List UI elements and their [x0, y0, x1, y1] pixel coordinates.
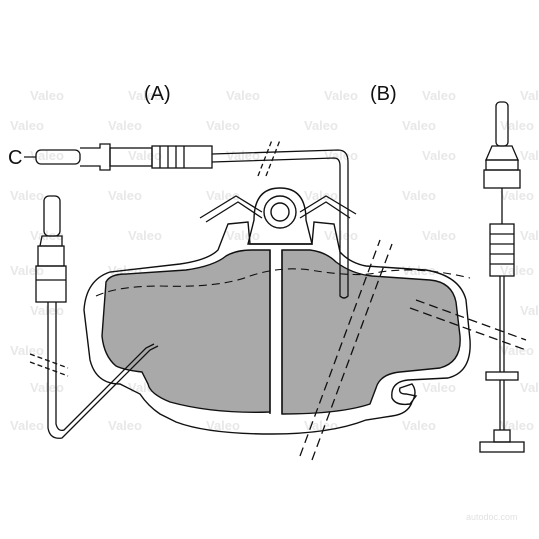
- brake-pad: [83, 187, 471, 435]
- watermark-text: Valeo: [128, 228, 162, 243]
- watermark-text: Valeo: [206, 188, 240, 203]
- watermark-text: Valeo: [206, 118, 240, 133]
- watermark-text: Valeo: [304, 118, 338, 133]
- watermark-text: Valeo: [226, 228, 260, 243]
- watermark-layer: ValeoValeoValeoValeoValeoValeoValeoValeo…: [10, 88, 539, 433]
- side-lower-wire: [499, 380, 505, 430]
- clip-ring-inner: [270, 202, 290, 222]
- watermark-text: Valeo: [422, 228, 456, 243]
- watermark-text: Valeo: [10, 188, 44, 203]
- watermark-corner-text: autodoc.com: [466, 512, 518, 522]
- side-ridged-sleeve: [489, 223, 515, 277]
- watermark-text: Valeo: [206, 418, 240, 433]
- watermark-text: Valeo: [520, 380, 539, 395]
- wear-sensor-left: [29, 195, 159, 439]
- watermark-text: Valeo: [30, 148, 64, 163]
- side-bottom-base: [479, 441, 525, 453]
- left-break-mark-2: [29, 361, 69, 377]
- left-connector: [35, 265, 67, 303]
- wear-sensor-top: [35, 139, 349, 299]
- wire-break-mark-1: [257, 139, 273, 177]
- section-line-1: [299, 239, 381, 457]
- backing-plate-outline: [83, 221, 471, 435]
- watermark-text: Valeo: [226, 148, 260, 163]
- watermark-text: Valeo: [304, 188, 338, 203]
- side-mid-clip: [485, 371, 519, 381]
- side-ridges: [490, 233, 514, 265]
- label-callout-c: C: [8, 147, 22, 169]
- clip-housing: [247, 187, 313, 245]
- watermark-text: Valeo: [128, 88, 162, 103]
- right-dashed-1: [415, 299, 527, 341]
- watermark-text: Valeo: [128, 148, 162, 163]
- watermark-text: Valeo: [108, 188, 142, 203]
- watermark-text: Valeo: [520, 303, 539, 318]
- label-view-b: (B): [370, 83, 397, 105]
- sensor-wire: [211, 149, 349, 299]
- watermark-text: Valeo: [402, 118, 436, 133]
- section-cut-lines: [299, 239, 527, 461]
- watermark-text: Valeo: [30, 303, 64, 318]
- watermark-text: Valeo: [500, 118, 534, 133]
- watermark-text: Valeo: [422, 148, 456, 163]
- watermark-text: Valeo: [500, 418, 534, 433]
- watermark-text: Valeo: [520, 88, 539, 103]
- watermark-text: Valeo: [324, 148, 358, 163]
- side-view-sensor: [479, 101, 525, 453]
- label-view-a: (A): [144, 83, 171, 105]
- side-cap: [485, 145, 519, 161]
- side-body: [483, 169, 521, 189]
- spring-clip: [199, 195, 357, 223]
- watermark-text: Valeo: [108, 418, 142, 433]
- watermark-text: Valeo: [402, 188, 436, 203]
- watermark-text: Valeo: [324, 228, 358, 243]
- friction-material: [101, 249, 461, 415]
- side-long-wire: [499, 276, 505, 372]
- left-wire: [47, 302, 159, 439]
- clip-ring-outer: [263, 195, 297, 229]
- watermark-text: Valeo: [10, 343, 44, 358]
- watermark-text: Valeo: [422, 88, 456, 103]
- watermark-text: Valeo: [520, 228, 539, 243]
- watermark-text: Valeo: [10, 118, 44, 133]
- sensor-body: [80, 143, 111, 171]
- wire-break-mark-2: [265, 139, 281, 177]
- watermark-text: Valeo: [422, 380, 456, 395]
- watermark-text: Valeo: [30, 380, 64, 395]
- left-break-mark-1: [29, 353, 69, 369]
- watermark-text: Valeo: [30, 88, 64, 103]
- sensor-connector: [151, 145, 213, 169]
- side-collar: [485, 159, 519, 171]
- watermark-text: Valeo: [226, 88, 260, 103]
- right-dashed-2: [409, 307, 527, 351]
- watermark-text: Valeo: [108, 118, 142, 133]
- watermark-text: Valeo: [500, 188, 534, 203]
- rear-plate-dashed: [95, 268, 471, 297]
- watermark-text: Valeo: [10, 263, 44, 278]
- watermark-text: Valeo: [520, 148, 539, 163]
- watermark-text: Valeo: [324, 88, 358, 103]
- watermark-text: Valeo: [402, 418, 436, 433]
- watermark-text: Valeo: [10, 418, 44, 433]
- section-line-2: [311, 243, 393, 461]
- watermark-text: Valeo: [500, 263, 534, 278]
- watermark-text: Valeo: [500, 343, 534, 358]
